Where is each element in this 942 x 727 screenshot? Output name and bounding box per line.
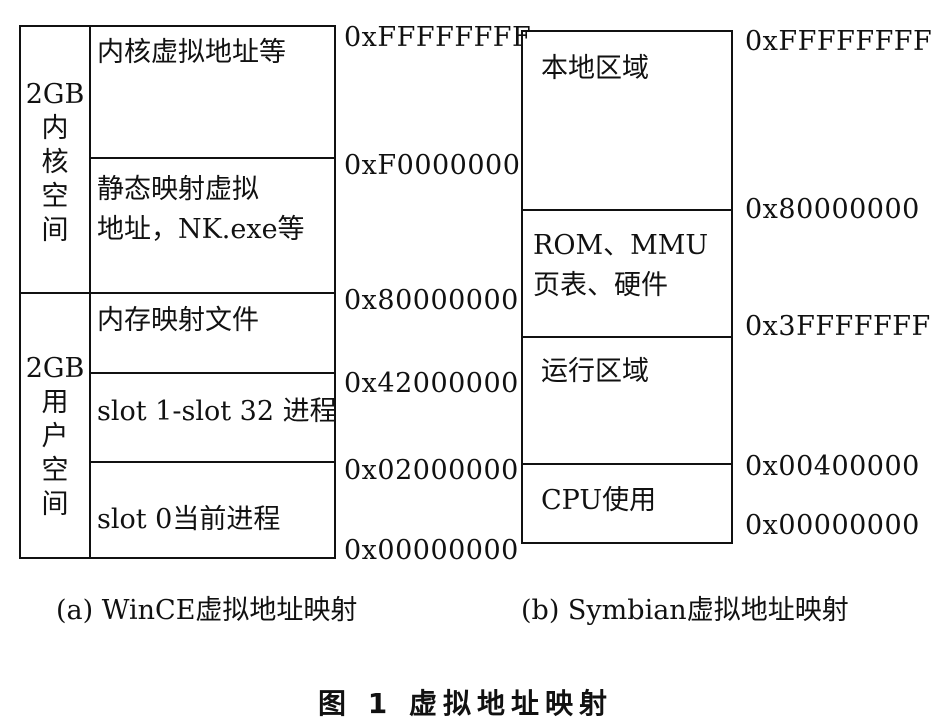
region-text: 静态映射虚拟 bbox=[97, 174, 259, 205]
symbian-region-divider bbox=[521, 336, 733, 338]
symbian-region-cpu: CPU使用 bbox=[541, 481, 656, 521]
wince-region-divider bbox=[89, 372, 336, 374]
region-text: 运行区域 bbox=[541, 356, 649, 387]
wince-region-kernel-virtual: 内核虚拟地址等 bbox=[97, 33, 286, 73]
symbian-address-label: 0x80000000 bbox=[745, 194, 920, 225]
wince-region-slot0-current: slot 0当前进程 bbox=[97, 500, 280, 540]
kernel-char: 内 bbox=[41, 113, 69, 144]
wince-address-label: 0x80000000 bbox=[344, 285, 519, 316]
user-char: 户 bbox=[41, 421, 69, 452]
symbian-map-box bbox=[521, 30, 733, 544]
wince-address-label: 0x02000000 bbox=[344, 455, 519, 486]
kernel-size-text: 2GB bbox=[25, 79, 85, 110]
symbian-region-divider bbox=[521, 209, 733, 211]
wince-region-memory-mapped-files: 内存映射文件 bbox=[97, 301, 259, 341]
wince-address-label: 0x42000000 bbox=[344, 368, 519, 399]
region-text: 内核虚拟地址等 bbox=[97, 37, 286, 68]
region-text: slot 1-slot 32 进程 bbox=[97, 396, 337, 427]
symbian-address-label: 0x00400000 bbox=[745, 451, 920, 482]
user-char: 空 bbox=[41, 455, 69, 486]
wince-address-label: 0xF0000000 bbox=[344, 150, 521, 181]
user-char: 用 bbox=[41, 387, 69, 418]
wince-user-space-label: 2GB 用 户 空 间 bbox=[21, 352, 89, 522]
kernel-char: 间 bbox=[41, 215, 69, 246]
user-char: 间 bbox=[41, 489, 69, 520]
symbian-address-label: 0x3FFFFFFF bbox=[745, 311, 931, 342]
kernel-char: 核 bbox=[41, 147, 69, 178]
wince-kernel-space-label: 2GB 内 核 空 间 bbox=[21, 78, 89, 248]
region-text: ROM、MMU bbox=[533, 230, 709, 261]
region-text: 内存映射文件 bbox=[97, 305, 259, 336]
wince-kernel-user-divider bbox=[19, 292, 336, 294]
wince-region-static-mapped: 静态映射虚拟 地址，NK.exe等 bbox=[97, 170, 305, 250]
symbian-caption: (b) Symbian虚拟地址映射 bbox=[521, 595, 849, 626]
region-text: CPU使用 bbox=[541, 485, 657, 516]
symbian-region-rom-mmu: ROM、MMU 页表、硬件 bbox=[533, 226, 708, 306]
symbian-region-run: 运行区域 bbox=[541, 352, 649, 392]
region-text: 页表、硬件 bbox=[533, 270, 668, 301]
region-text: 本地区域 bbox=[541, 53, 649, 84]
wince-address-label: 0xFFFFFFFF bbox=[344, 22, 532, 53]
wince-region-divider bbox=[89, 461, 336, 463]
region-text: 地址，NK.exe等 bbox=[97, 214, 305, 245]
user-size-text: 2GB bbox=[25, 353, 85, 384]
symbian-address-label: 0xFFFFFFFF bbox=[745, 26, 933, 57]
symbian-region-local: 本地区域 bbox=[541, 49, 649, 89]
symbian-region-divider bbox=[521, 463, 733, 465]
wince-region-divider bbox=[89, 157, 336, 159]
wince-region-slot-processes: slot 1-slot 32 进程 bbox=[97, 392, 337, 432]
wince-caption: (a) WinCE虚拟地址映射 bbox=[56, 595, 358, 626]
wince-address-label: 0x00000000 bbox=[344, 535, 519, 566]
figure-caption: 图 1 虚拟地址映射 bbox=[318, 687, 613, 720]
region-text: slot 0当前进程 bbox=[97, 504, 281, 535]
kernel-char: 空 bbox=[41, 181, 69, 212]
symbian-address-label: 0x00000000 bbox=[745, 510, 920, 541]
